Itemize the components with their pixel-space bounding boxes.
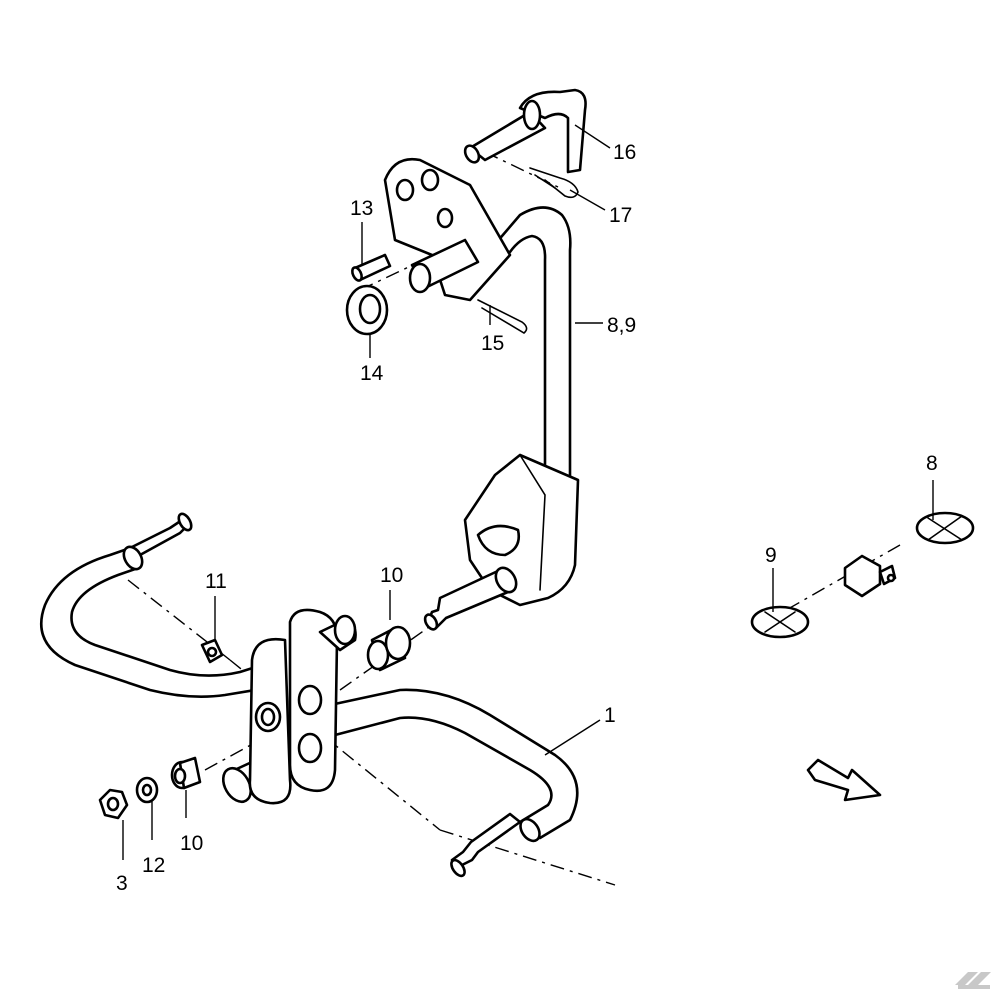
bracket-plates bbox=[248, 608, 357, 805]
callout-14: 14 bbox=[360, 362, 384, 385]
part-14-washer bbox=[345, 284, 389, 336]
callout-15: 15 bbox=[481, 332, 504, 355]
leader-lines bbox=[122, 124, 934, 860]
brand-logo-icon bbox=[955, 972, 991, 989]
part-3-hex-nut bbox=[98, 788, 129, 820]
part-13-roll-pin bbox=[351, 253, 392, 282]
callout-13: 13 bbox=[350, 197, 373, 220]
part-12-washer bbox=[135, 776, 159, 804]
callout-8: 8 bbox=[926, 452, 938, 475]
part-17-spring-clip bbox=[529, 167, 579, 199]
part-10-bushing-lower bbox=[170, 756, 202, 790]
clevis-plate bbox=[383, 157, 512, 302]
part-8-9-tube bbox=[423, 206, 580, 631]
callout-10-upper: 10 bbox=[380, 564, 403, 587]
callout-9: 9 bbox=[765, 544, 777, 567]
callout-16: 16 bbox=[613, 141, 636, 164]
part-16-pin bbox=[463, 88, 587, 174]
callout-17: 17 bbox=[609, 204, 632, 227]
callout-11: 11 bbox=[205, 570, 227, 593]
callout-1: 1 bbox=[604, 704, 616, 727]
callout-8-9: 8,9 bbox=[607, 314, 636, 337]
callout-10-lower: 10 bbox=[180, 832, 203, 855]
part-1-left-tube bbox=[40, 512, 264, 698]
callout-3: 3 bbox=[116, 872, 128, 895]
part-15-cotter-pin bbox=[477, 299, 528, 334]
part-10-bushing-upper bbox=[366, 625, 412, 672]
detail-reflectors bbox=[750, 511, 975, 639]
callout-12: 12 bbox=[142, 854, 165, 877]
callout-labels: 1 3 8 8,9 9 10 10 11 12 13 14 15 16 17 bbox=[116, 141, 938, 895]
part-11-grease-nipple bbox=[200, 638, 224, 664]
arrow-down-right-icon bbox=[806, 758, 882, 802]
